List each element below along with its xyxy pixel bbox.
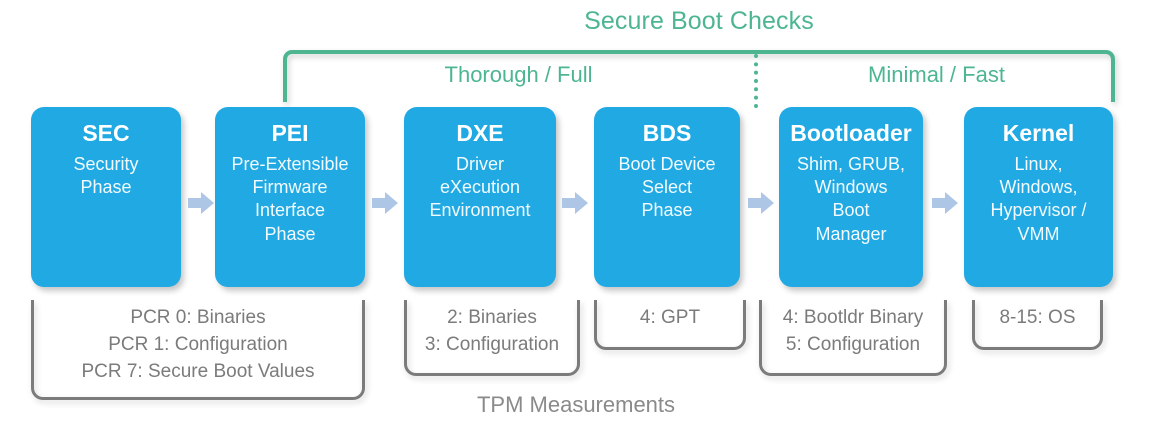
phase-box-bds[interactable]: BDS Boot Device Select Phase xyxy=(594,107,740,287)
phase-title-dxe: DXE xyxy=(456,120,504,146)
phase-title-sec: SEC xyxy=(82,120,130,146)
tpm-line: 3: Configuration xyxy=(424,333,560,355)
phase-desc-bootloader: Shim, GRUB, Windows Boot Manager xyxy=(791,153,911,247)
phase-desc-line: Security xyxy=(73,153,139,174)
secure-boot-checks-title: Secure Boot Checks xyxy=(584,7,814,35)
tpm-bracket-bootloader xyxy=(759,300,947,376)
phase-desc-line: Hypervisor / xyxy=(990,200,1087,221)
tpm-bracket-dxe xyxy=(404,300,580,376)
phase-desc-pei: Pre-Extensible Firmware Interface Phase xyxy=(225,153,354,247)
phase-desc-line: Environment xyxy=(429,200,531,221)
tpm-line: 4: GPT xyxy=(639,307,701,328)
phase-desc-line: Phase xyxy=(641,200,693,221)
arrow-pei-to-dxe xyxy=(372,190,398,216)
arrow-bds-to-bootloader xyxy=(748,190,774,216)
phase-desc-line: VMM xyxy=(1017,223,1060,244)
phase-title-bootloader: Bootloader xyxy=(790,120,912,146)
phase-desc-sec: Security Phase xyxy=(67,153,144,200)
arrow-dxe-to-bds xyxy=(562,190,588,216)
phase-desc-line: Boot Device xyxy=(618,153,716,174)
phase-box-pei[interactable]: PEI Pre-Extensible Firmware Interface Ph… xyxy=(215,107,365,287)
phase-desc-line: Boot xyxy=(832,200,870,221)
secure-boot-mode-divider-dotted xyxy=(754,54,758,108)
phase-box-dxe[interactable]: DXE Driver eXecution Environment xyxy=(404,107,556,287)
tpm-line: PCR 0: Binaries xyxy=(130,307,266,328)
tpm-line: PCR 7: Secure Boot Values xyxy=(81,360,315,382)
phase-box-kernel[interactable]: Kernel Linux, Windows, Hypervisor / VMM xyxy=(964,107,1113,287)
mode-label-minimal-fast: Minimal / Fast xyxy=(868,62,1005,87)
tpm-line: 4: Bootldr Binary xyxy=(782,307,924,328)
phase-desc-line: Shim, GRUB, xyxy=(796,153,906,174)
tpm-line: 8-15: OS xyxy=(999,307,1076,328)
tpm-label-sec-pei: PCR 0: Binaries PCR 1: Configuration PCR… xyxy=(31,305,365,386)
arrow-bootloader-to-kernel xyxy=(932,190,958,216)
phase-desc-line: Phase xyxy=(264,223,316,244)
tpm-label-bds: 4: GPT xyxy=(594,305,746,332)
phase-desc-line: Select xyxy=(641,176,693,197)
phase-desc-bds: Boot Device Select Phase xyxy=(612,153,721,223)
phase-desc-line: Phase xyxy=(80,176,132,197)
phase-box-sec[interactable]: SEC Security Phase xyxy=(31,107,181,287)
tpm-line: 2: Binaries xyxy=(447,307,537,328)
phase-desc-line: Linux, xyxy=(1014,153,1063,174)
phase-title-kernel: Kernel xyxy=(1002,120,1075,146)
phase-desc-kernel: Linux, Windows, Hypervisor / VMM xyxy=(984,153,1092,247)
phase-desc-line: Interface xyxy=(254,200,326,221)
tpm-label-dxe: 2: Binaries 3: Configuration xyxy=(404,305,580,359)
phase-title-bds: BDS xyxy=(642,120,692,146)
phase-desc-line: Driver xyxy=(456,153,504,174)
phase-desc-line: Manager xyxy=(815,223,887,244)
phase-desc-line: Firmware xyxy=(252,176,328,197)
phase-box-bootloader[interactable]: Bootloader Shim, GRUB, Windows Boot Mana… xyxy=(779,107,923,287)
secure-boot-bracket xyxy=(283,50,1115,102)
tpm-bracket-sec-pei xyxy=(31,300,365,400)
tpm-line: PCR 1: Configuration xyxy=(108,333,288,355)
tpm-bracket-bds xyxy=(594,300,746,350)
tpm-line: 5: Configuration xyxy=(785,333,921,355)
tpm-measurements-caption: TPM Measurements xyxy=(476,392,676,417)
phase-desc-line: Windows xyxy=(814,176,888,197)
phase-desc-dxe: Driver eXecution Environment xyxy=(423,153,536,223)
phase-desc-line: Windows, xyxy=(999,176,1078,197)
arrow-sec-to-pei xyxy=(188,190,214,216)
mode-label-thorough-full: Thorough / Full xyxy=(444,62,593,87)
phase-desc-line: Pre-Extensible xyxy=(231,153,349,174)
tpm-label-kernel: 8-15: OS xyxy=(972,305,1103,332)
tpm-label-bootloader: 4: Bootldr Binary 5: Configuration xyxy=(759,305,947,359)
tpm-bracket-kernel xyxy=(972,300,1103,350)
phase-title-pei: PEI xyxy=(271,120,309,146)
phase-desc-line: eXecution xyxy=(439,176,521,197)
